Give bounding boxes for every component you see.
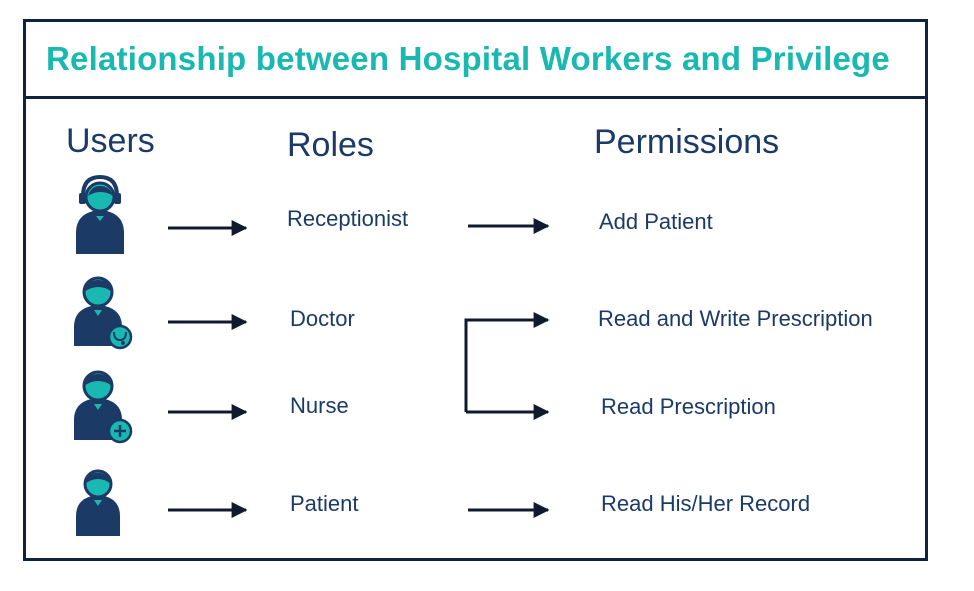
receptionist-icon bbox=[76, 174, 124, 254]
permission-read-write-prescription: Read and Write Prescription bbox=[598, 306, 873, 331]
patient-icon bbox=[76, 469, 120, 536]
permission-add-patient: Add Patient bbox=[599, 209, 713, 234]
permission-read-record: Read His/Her Record bbox=[601, 491, 811, 516]
permissions-header: Permissions bbox=[594, 123, 780, 161]
role-doctor: Doctor bbox=[290, 306, 355, 331]
diagram-title: Relationship between Hospital Workers an… bbox=[46, 40, 890, 77]
bracket-doctor-nurse bbox=[464, 318, 548, 412]
permission-read-prescription: Read Prescription bbox=[601, 394, 776, 419]
role-receptionist: Receptionist bbox=[287, 206, 409, 231]
diagram-frame: Relationship between Hospital Workers an… bbox=[23, 19, 928, 561]
doctor-icon bbox=[74, 276, 133, 350]
role-nurse: Nurse bbox=[290, 393, 349, 418]
roles-header: Roles bbox=[287, 126, 374, 164]
title-bar: Relationship between Hospital Workers an… bbox=[26, 22, 925, 99]
role-patient: Patient bbox=[290, 491, 359, 516]
nurse-icon bbox=[74, 370, 133, 444]
users-header: Users bbox=[66, 122, 155, 160]
